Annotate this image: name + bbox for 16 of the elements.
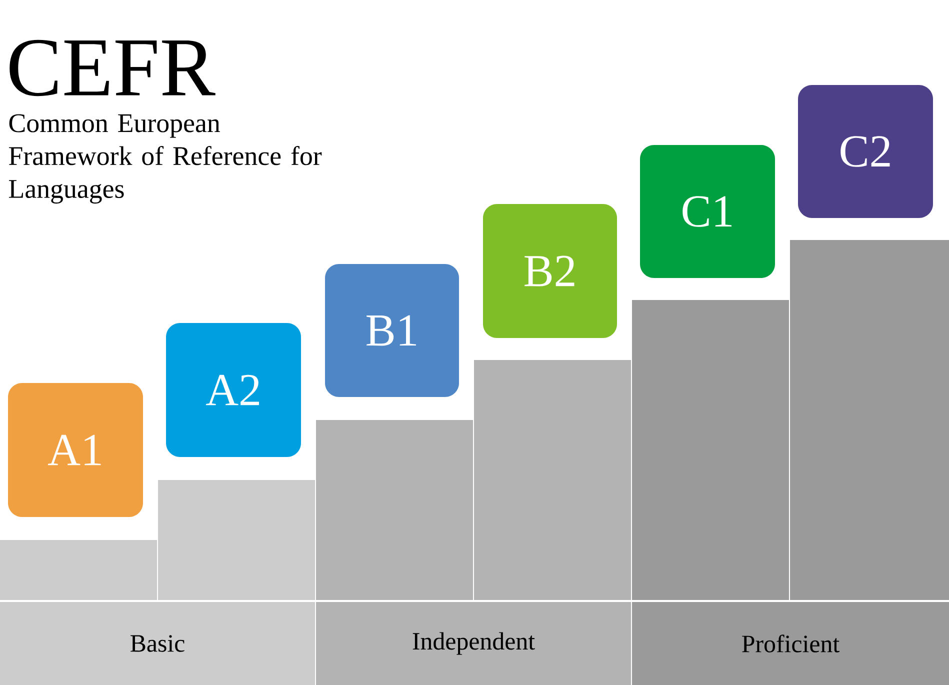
title: CEFR bbox=[10, 40, 216, 96]
step-bar bbox=[474, 360, 631, 600]
level-box: C2 bbox=[798, 85, 933, 218]
subtitle: Common European Framework of Reference for Languages bbox=[9, 114, 322, 204]
level-box: C1 bbox=[640, 145, 775, 278]
level-box: B1 bbox=[325, 264, 459, 397]
step-bar bbox=[790, 240, 949, 600]
step-bar bbox=[632, 300, 789, 600]
band-box: Basic bbox=[0, 602, 315, 685]
step-bar bbox=[316, 420, 473, 600]
level-box: A2 bbox=[166, 323, 301, 457]
step-bar bbox=[0, 540, 157, 600]
band-box: Independent bbox=[316, 602, 631, 685]
band-box: Proficient bbox=[632, 602, 949, 685]
level-box: A1 bbox=[8, 383, 143, 517]
level-box: B2 bbox=[483, 204, 617, 338]
